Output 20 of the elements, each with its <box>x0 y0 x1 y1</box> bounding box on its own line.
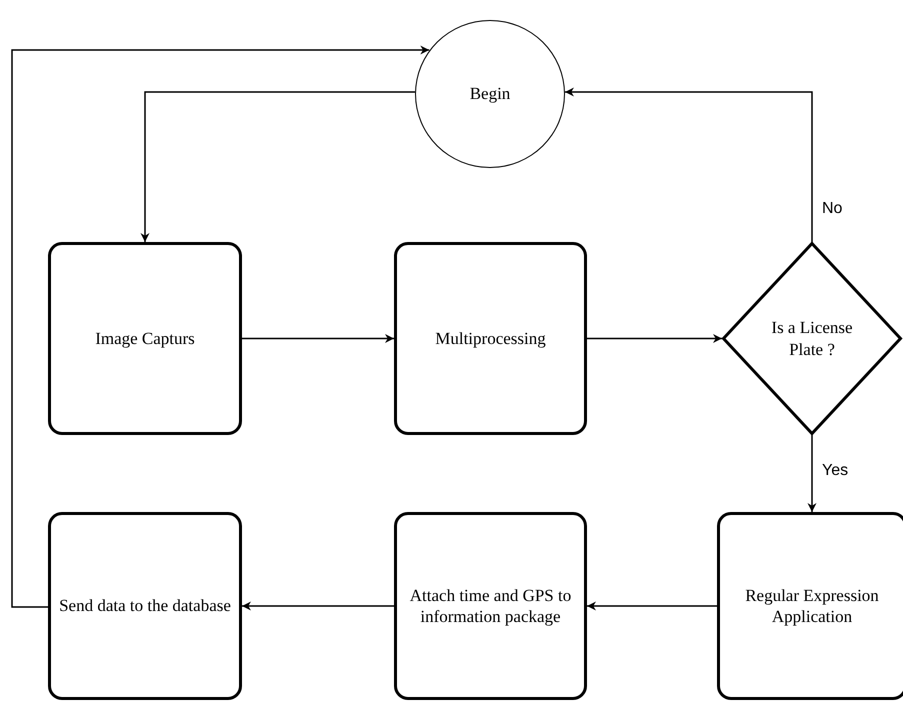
process-box <box>48 512 242 700</box>
arrow <box>11 46 430 608</box>
process-box <box>394 242 587 435</box>
arrow <box>242 602 394 610</box>
process-box <box>717 512 903 700</box>
node-label: Send data to the database <box>59 595 231 617</box>
node-label: Attach time and GPS to information package <box>408 584 572 628</box>
node-label: Regular Expression Application <box>744 584 880 628</box>
arrow <box>140 91 416 242</box>
process-box <box>48 242 242 435</box>
node-label: Image Capturs <box>95 328 195 350</box>
arrow <box>587 334 722 343</box>
arrow <box>564 88 813 242</box>
node-label: Is a License Plate ? <box>770 317 854 360</box>
arrow <box>587 602 717 610</box>
node-label: Multiprocessing <box>435 328 546 350</box>
node-label: Begin <box>470 83 510 105</box>
arrow <box>242 334 394 343</box>
process-box <box>394 512 587 700</box>
arrow <box>808 435 816 512</box>
